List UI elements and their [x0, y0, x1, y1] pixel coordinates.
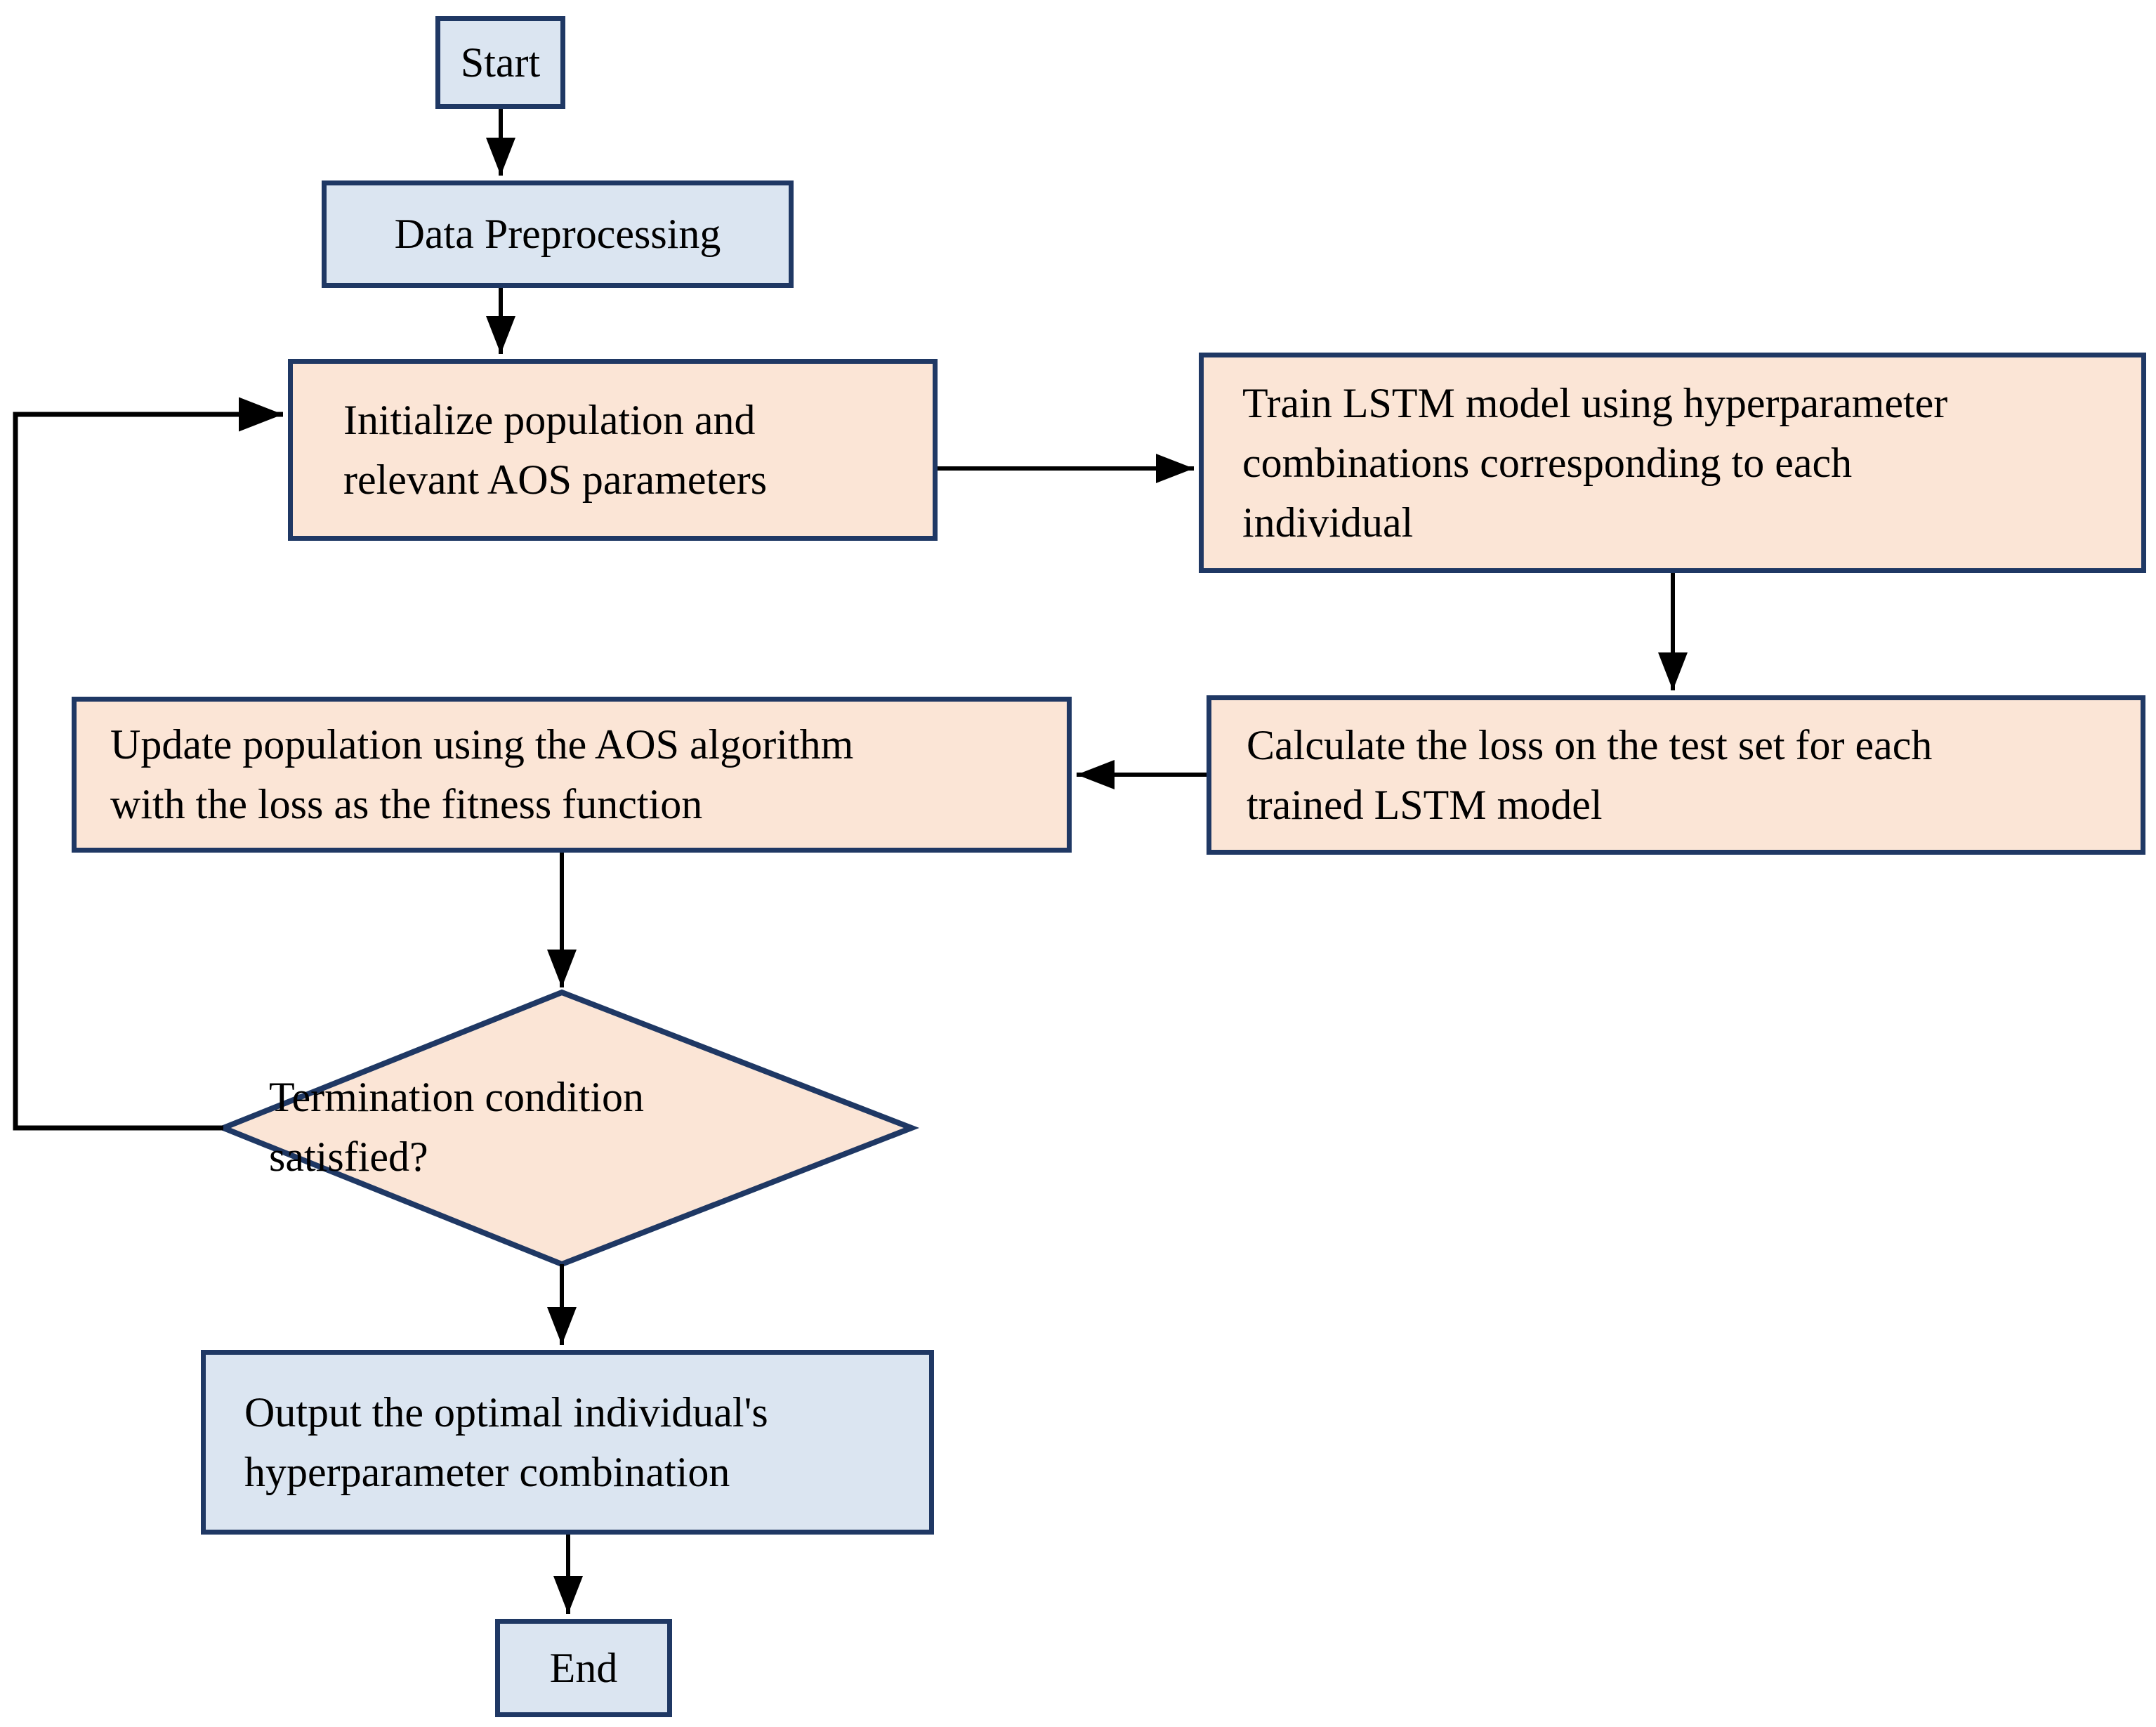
node-decision-label-line-2: satisfied?	[269, 1134, 428, 1180]
node-data-preprocessing-label: Data Preprocessing	[394, 211, 721, 257]
node-train-label-line-3: individual	[1242, 499, 1414, 546]
node-start-label: Start	[460, 39, 541, 86]
node-train-label-line-1: Train LSTM model using hyperparameter	[1242, 379, 1948, 426]
flowchart-node-train-lstm-model: Train LSTM model using hyperparameter co…	[1199, 353, 2146, 573]
node-end-label: End	[549, 1644, 618, 1691]
node-output-label-line-1: Output the optimal individual's	[244, 1388, 768, 1436]
flowchart-node-end: End	[495, 1619, 672, 1717]
node-calculate-label-line-2: trained LSTM model	[1247, 781, 1603, 828]
node-initialize-label-line-2: relevant AOS parameters	[343, 456, 768, 503]
node-update-label-line-2: with the loss as the fitness function	[110, 781, 703, 827]
node-calculate-label-line-1: Calculate the loss on the test set for e…	[1247, 721, 1933, 768]
flowchart-node-termination-condition: Termination condition satisfied?	[269, 1068, 761, 1187]
node-output-label-line-2: hyperparameter combination	[244, 1448, 730, 1495]
flowchart-node-update-population: Update population using the AOS algorith…	[72, 697, 1072, 853]
flowchart-node-output-optimal: Output the optimal individual's hyperpar…	[201, 1350, 934, 1535]
node-decision-label-line-1: Termination condition	[269, 1074, 645, 1120]
flowchart-node-initialize-population: Initialize population and relevant AOS p…	[288, 359, 938, 541]
flowchart-node-start: Start	[435, 16, 565, 109]
edge-decision-loop-back-to-initialize-arrow	[13, 397, 283, 1131]
node-initialize-label-line-1: Initialize population and	[343, 396, 756, 443]
flowchart-node-data-preprocessing: Data Preprocessing	[322, 180, 794, 288]
flowchart-node-calculate-loss: Calculate the loss on the test set for e…	[1207, 695, 2145, 855]
node-update-label-line-1: Update population using the AOS algorith…	[110, 721, 854, 768]
node-train-label-line-2: combinations corresponding to each	[1242, 439, 1853, 486]
